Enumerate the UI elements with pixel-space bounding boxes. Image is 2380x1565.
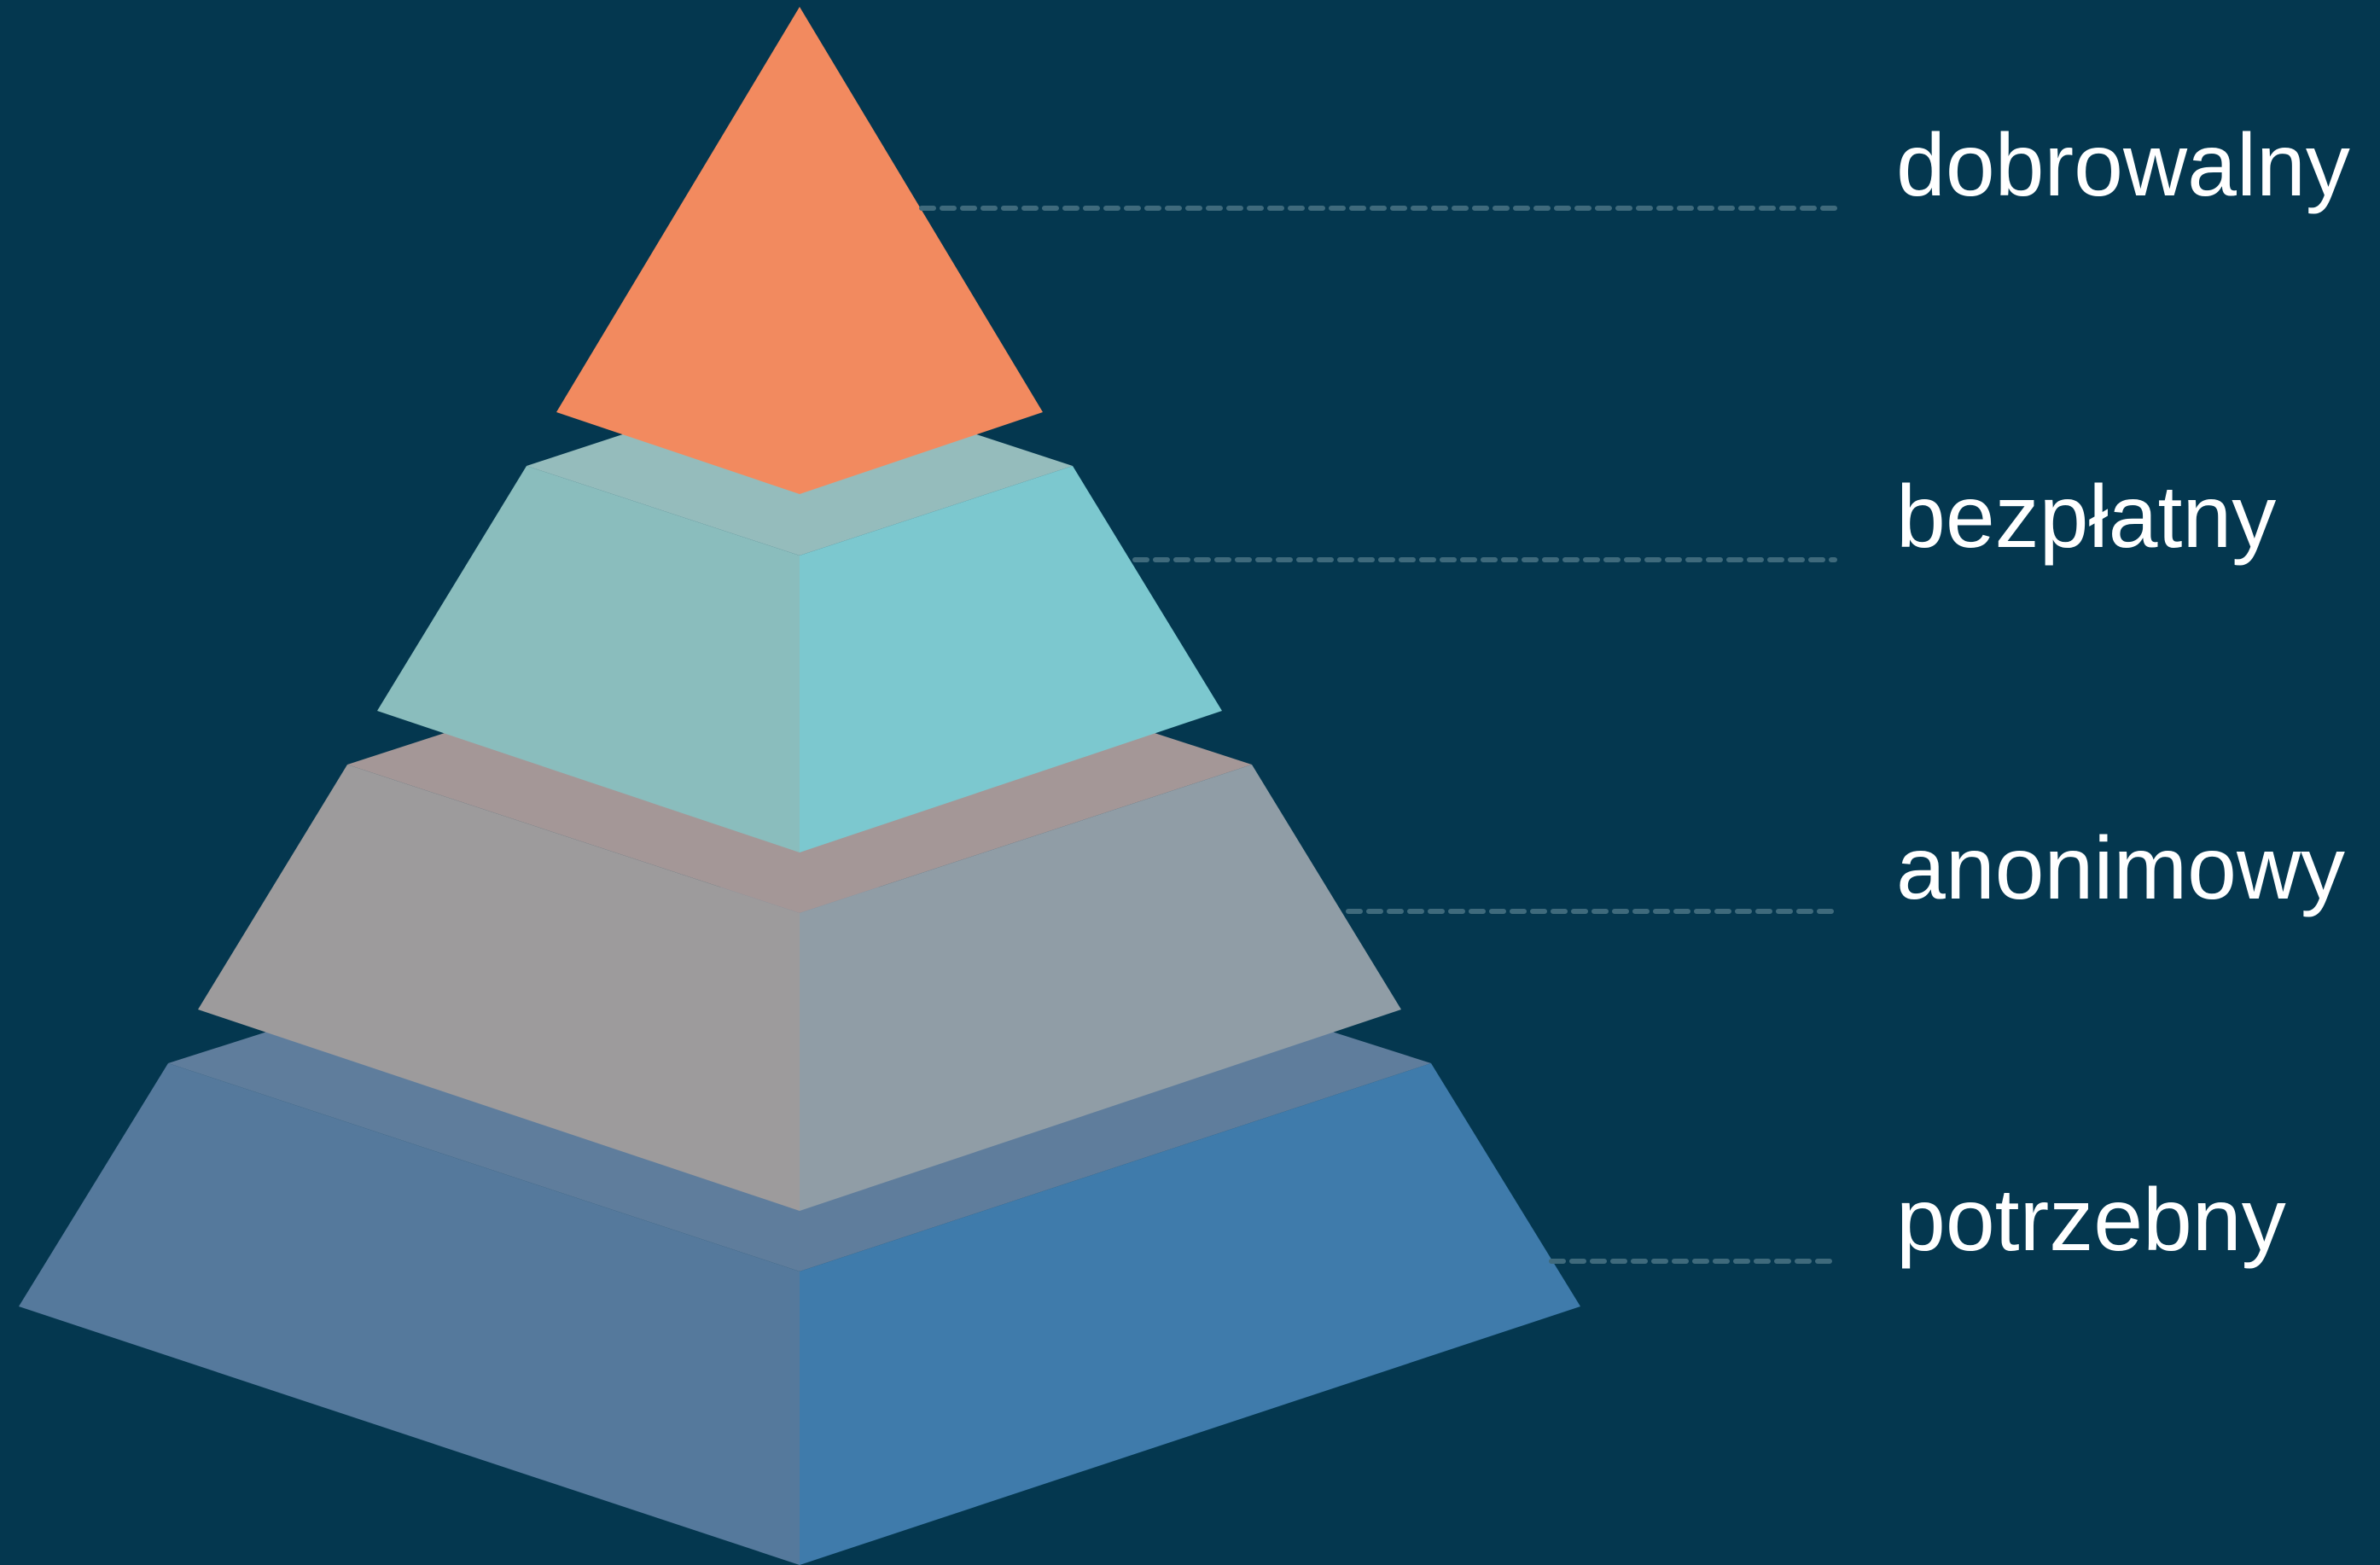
tier-potrzebny-left-face: [19, 1063, 800, 1565]
tier-label-potrzebny: potrzebny: [1896, 1171, 2286, 1270]
tier-bezplatny-left-face: [377, 466, 800, 852]
tier-anonimowy-right-face: [800, 765, 1401, 1211]
tier-bezplatny: [377, 376, 1222, 852]
tier-label-anonimowy: anonimowy: [1896, 819, 2346, 918]
tier-anonimowy-left-face: [198, 765, 800, 1211]
tier-label-bezplatny: bezpłatny: [1896, 468, 2277, 567]
tier-dobrowalny: [556, 7, 1043, 494]
tier-potrzebny-right-face: [800, 1063, 1580, 1565]
tier-label-dobrowalny: dobrowalny: [1896, 116, 2350, 215]
tier-dobrowalny-face: [556, 7, 1043, 494]
tier-bezplatny-right-face: [800, 466, 1222, 852]
